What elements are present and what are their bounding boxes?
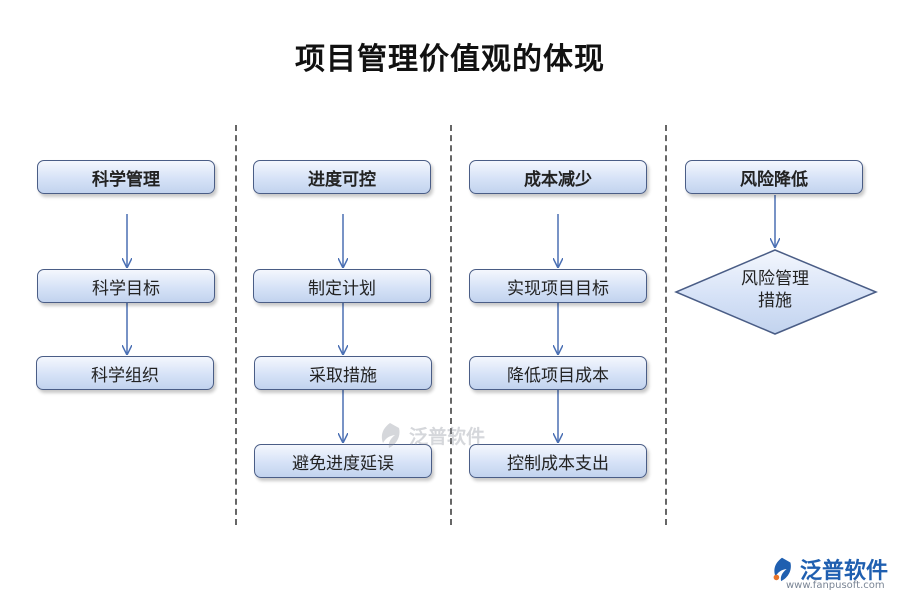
page-title: 项目管理价值观的体现 [295,42,605,77]
header-box-schedule-control: 进度可控 [253,160,431,194]
step-box: 避免进度延误 [254,444,432,478]
decision-diamond [674,249,878,335]
step-box: 科学组织 [36,356,214,390]
step-box: 采取措施 [254,356,432,390]
column-divider [665,125,667,525]
decision-label-line: 风险管理 [741,269,809,289]
brand-logo: 泛普软件 [768,553,888,585]
brand-url: www.fanpusoft.com [786,580,885,591]
header-box-risk-reduction: 风险降低 [685,160,863,194]
header-box-scientific-management: 科学管理 [37,160,215,194]
fanpu-logo-icon [773,557,791,582]
step-box: 实现项目目标 [469,269,647,303]
watermark-text: 泛普软件 [409,425,486,448]
watermark: 泛普软件 [375,420,485,450]
header-box-cost-reduction: 成本减少 [469,160,647,194]
fanpu-logo-icon [381,423,400,448]
step-box: 科学目标 [37,269,215,303]
step-box: 降低项目成本 [469,356,647,390]
decision-label: 风险管理 措施 [715,268,835,312]
step-box: 制定计划 [253,269,431,303]
decision-label-line: 措施 [758,291,792,311]
brand-name: 泛普软件 [800,559,889,584]
step-box: 控制成本支出 [469,444,647,478]
column-divider [450,125,452,525]
column-divider [235,125,237,525]
